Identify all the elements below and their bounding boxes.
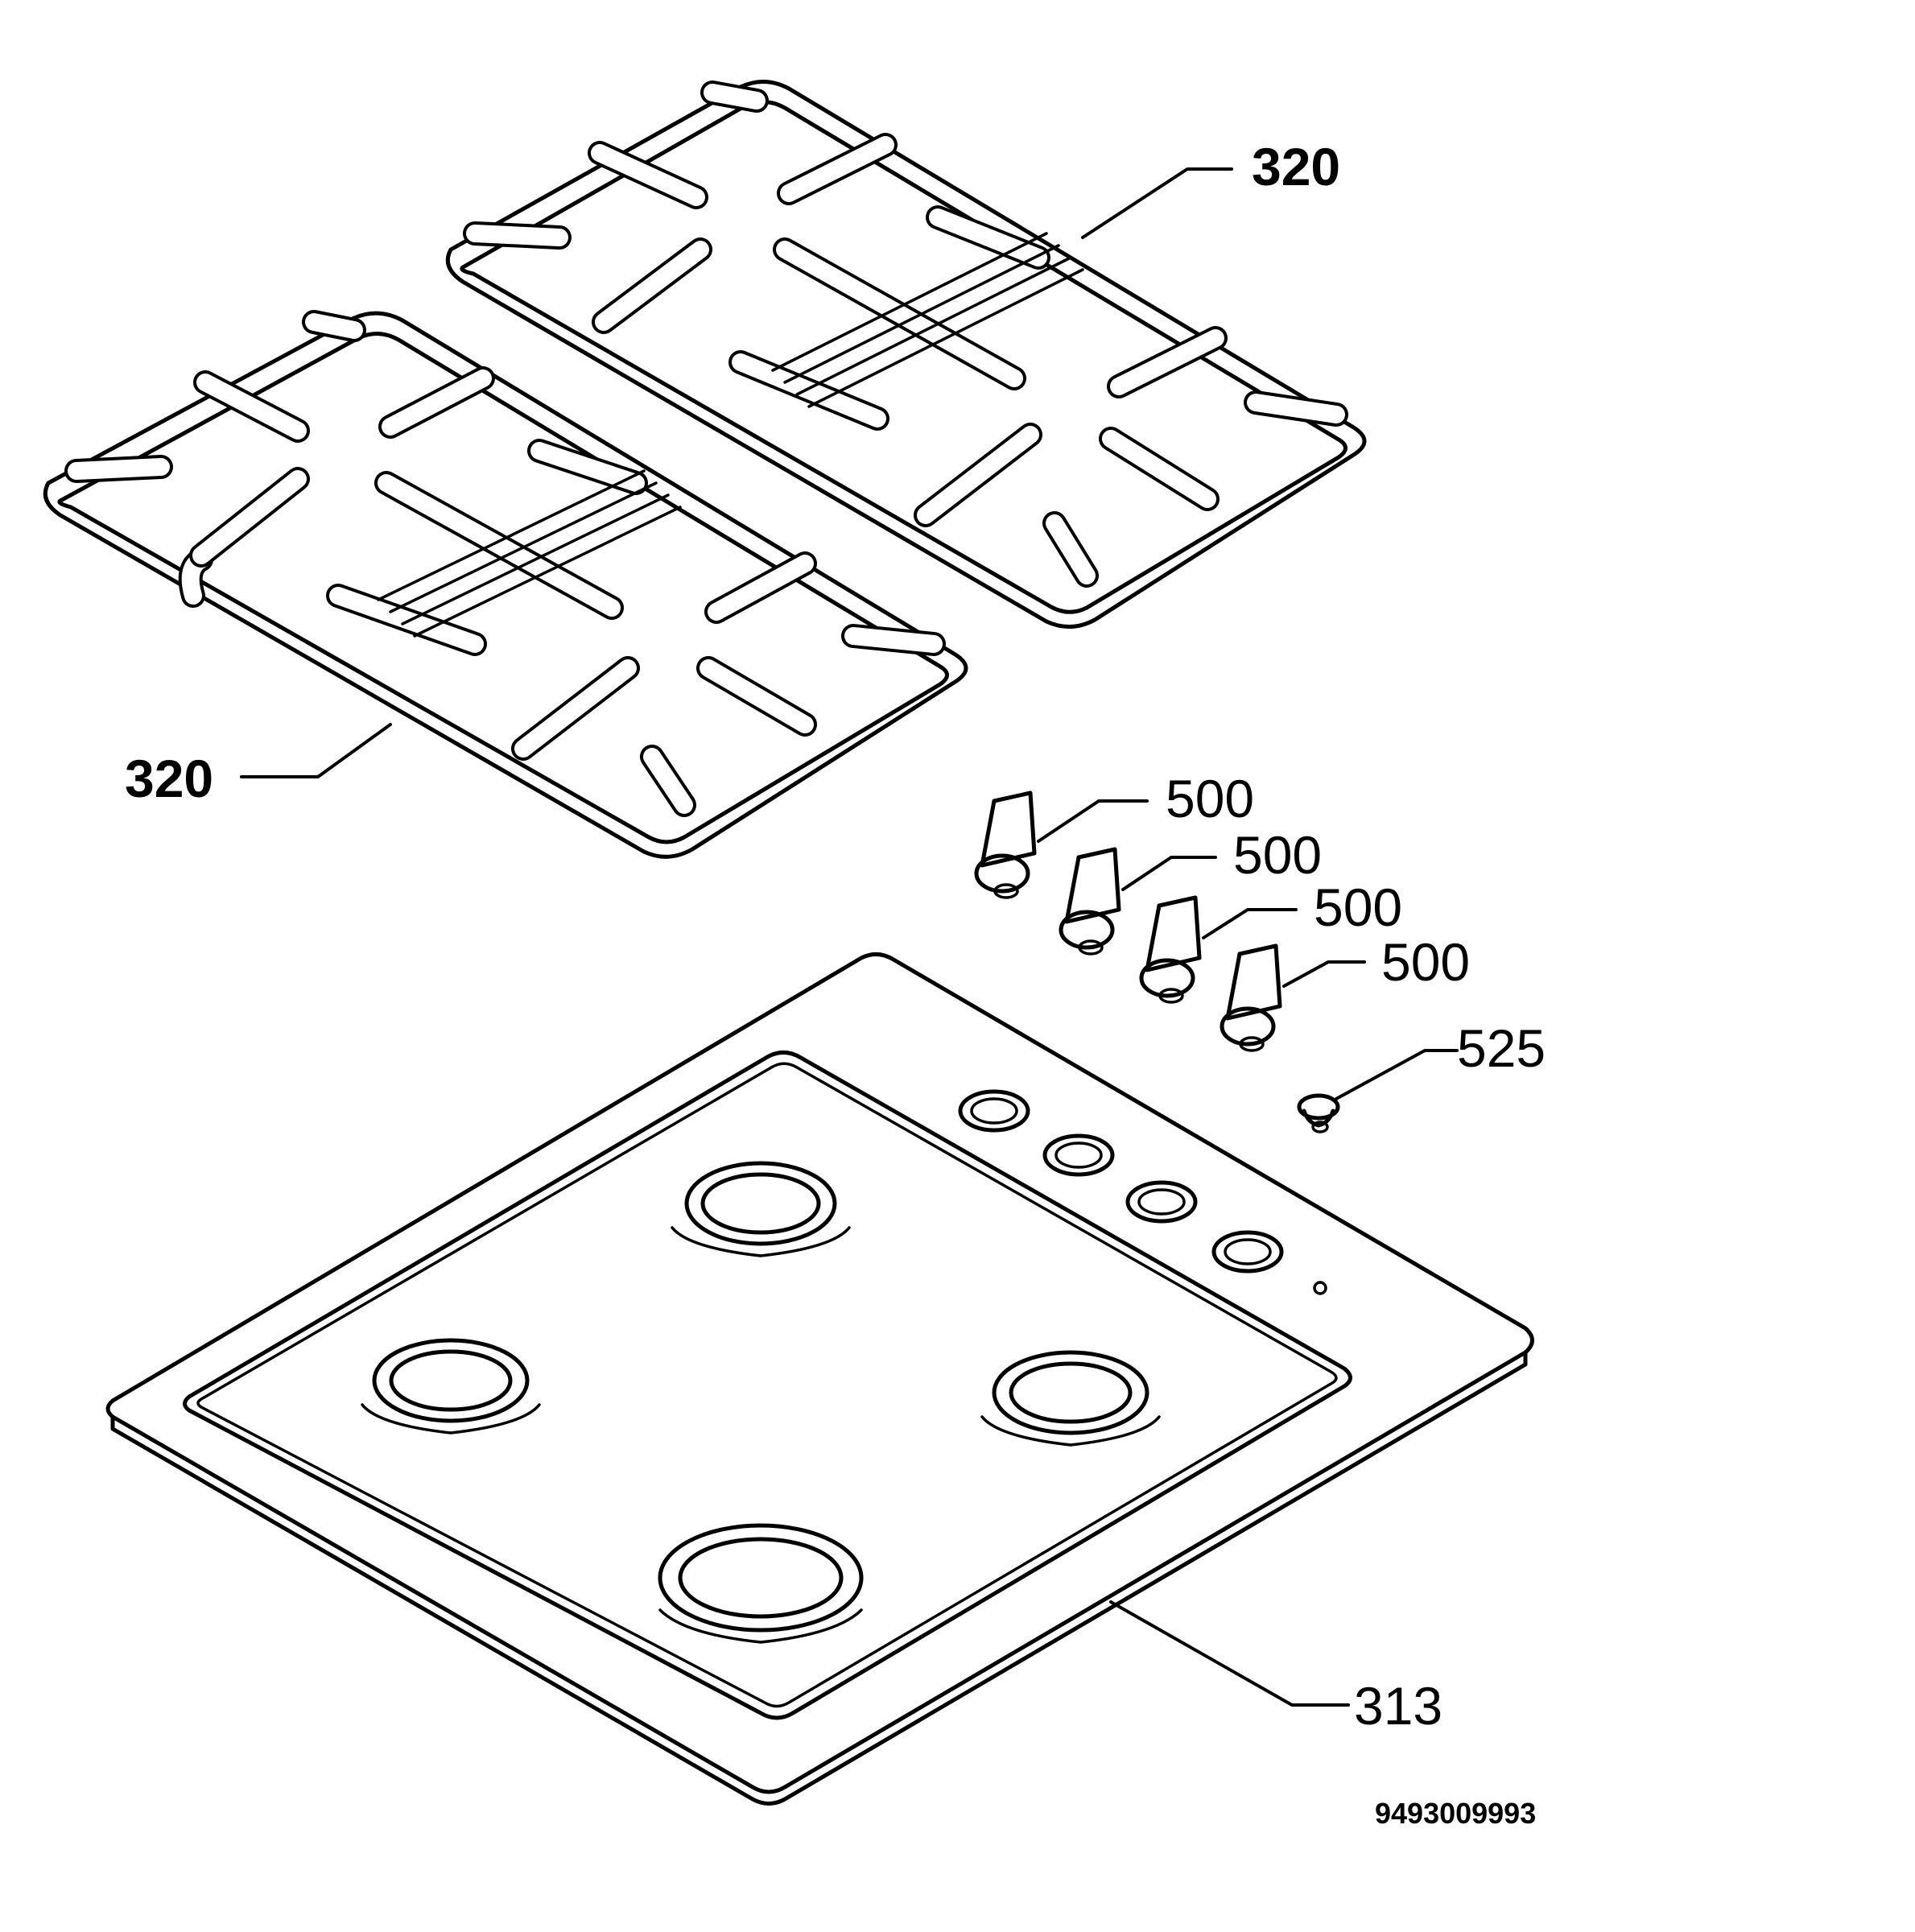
pan-support-grid-right [445,79,1367,630]
label-hob: 313 [1354,1676,1442,1736]
label-knob-4: 500 [1381,932,1470,992]
knob-1 [974,791,1037,899]
hob-top-plate [105,952,1534,1806]
label-grid-right: 320 [1252,137,1340,196]
knob-2 [1059,847,1121,956]
burner-rear [671,1161,851,1257]
label-button: 525 [1457,1018,1546,1078]
label-knob-3: 500 [1314,877,1402,937]
leader-lines [240,167,1459,1707]
label-knob-2: 500 [1233,825,1322,885]
label-knob-1: 500 [1166,769,1254,828]
pan-support-grid-left [43,310,968,859]
burner-right [980,1350,1161,1447]
knob-3 [1139,895,1202,1004]
burner-left [361,1338,541,1435]
control-knobs [974,791,1282,1052]
knob-4 [1220,943,1282,1052]
burner-front-large [658,1523,864,1644]
drawing-number: 9493009993 [1375,1797,1536,1830]
ignition-button [1297,1093,1340,1133]
knob-holes [958,1089,1327,1295]
label-grid-left: 320 [125,749,213,808]
